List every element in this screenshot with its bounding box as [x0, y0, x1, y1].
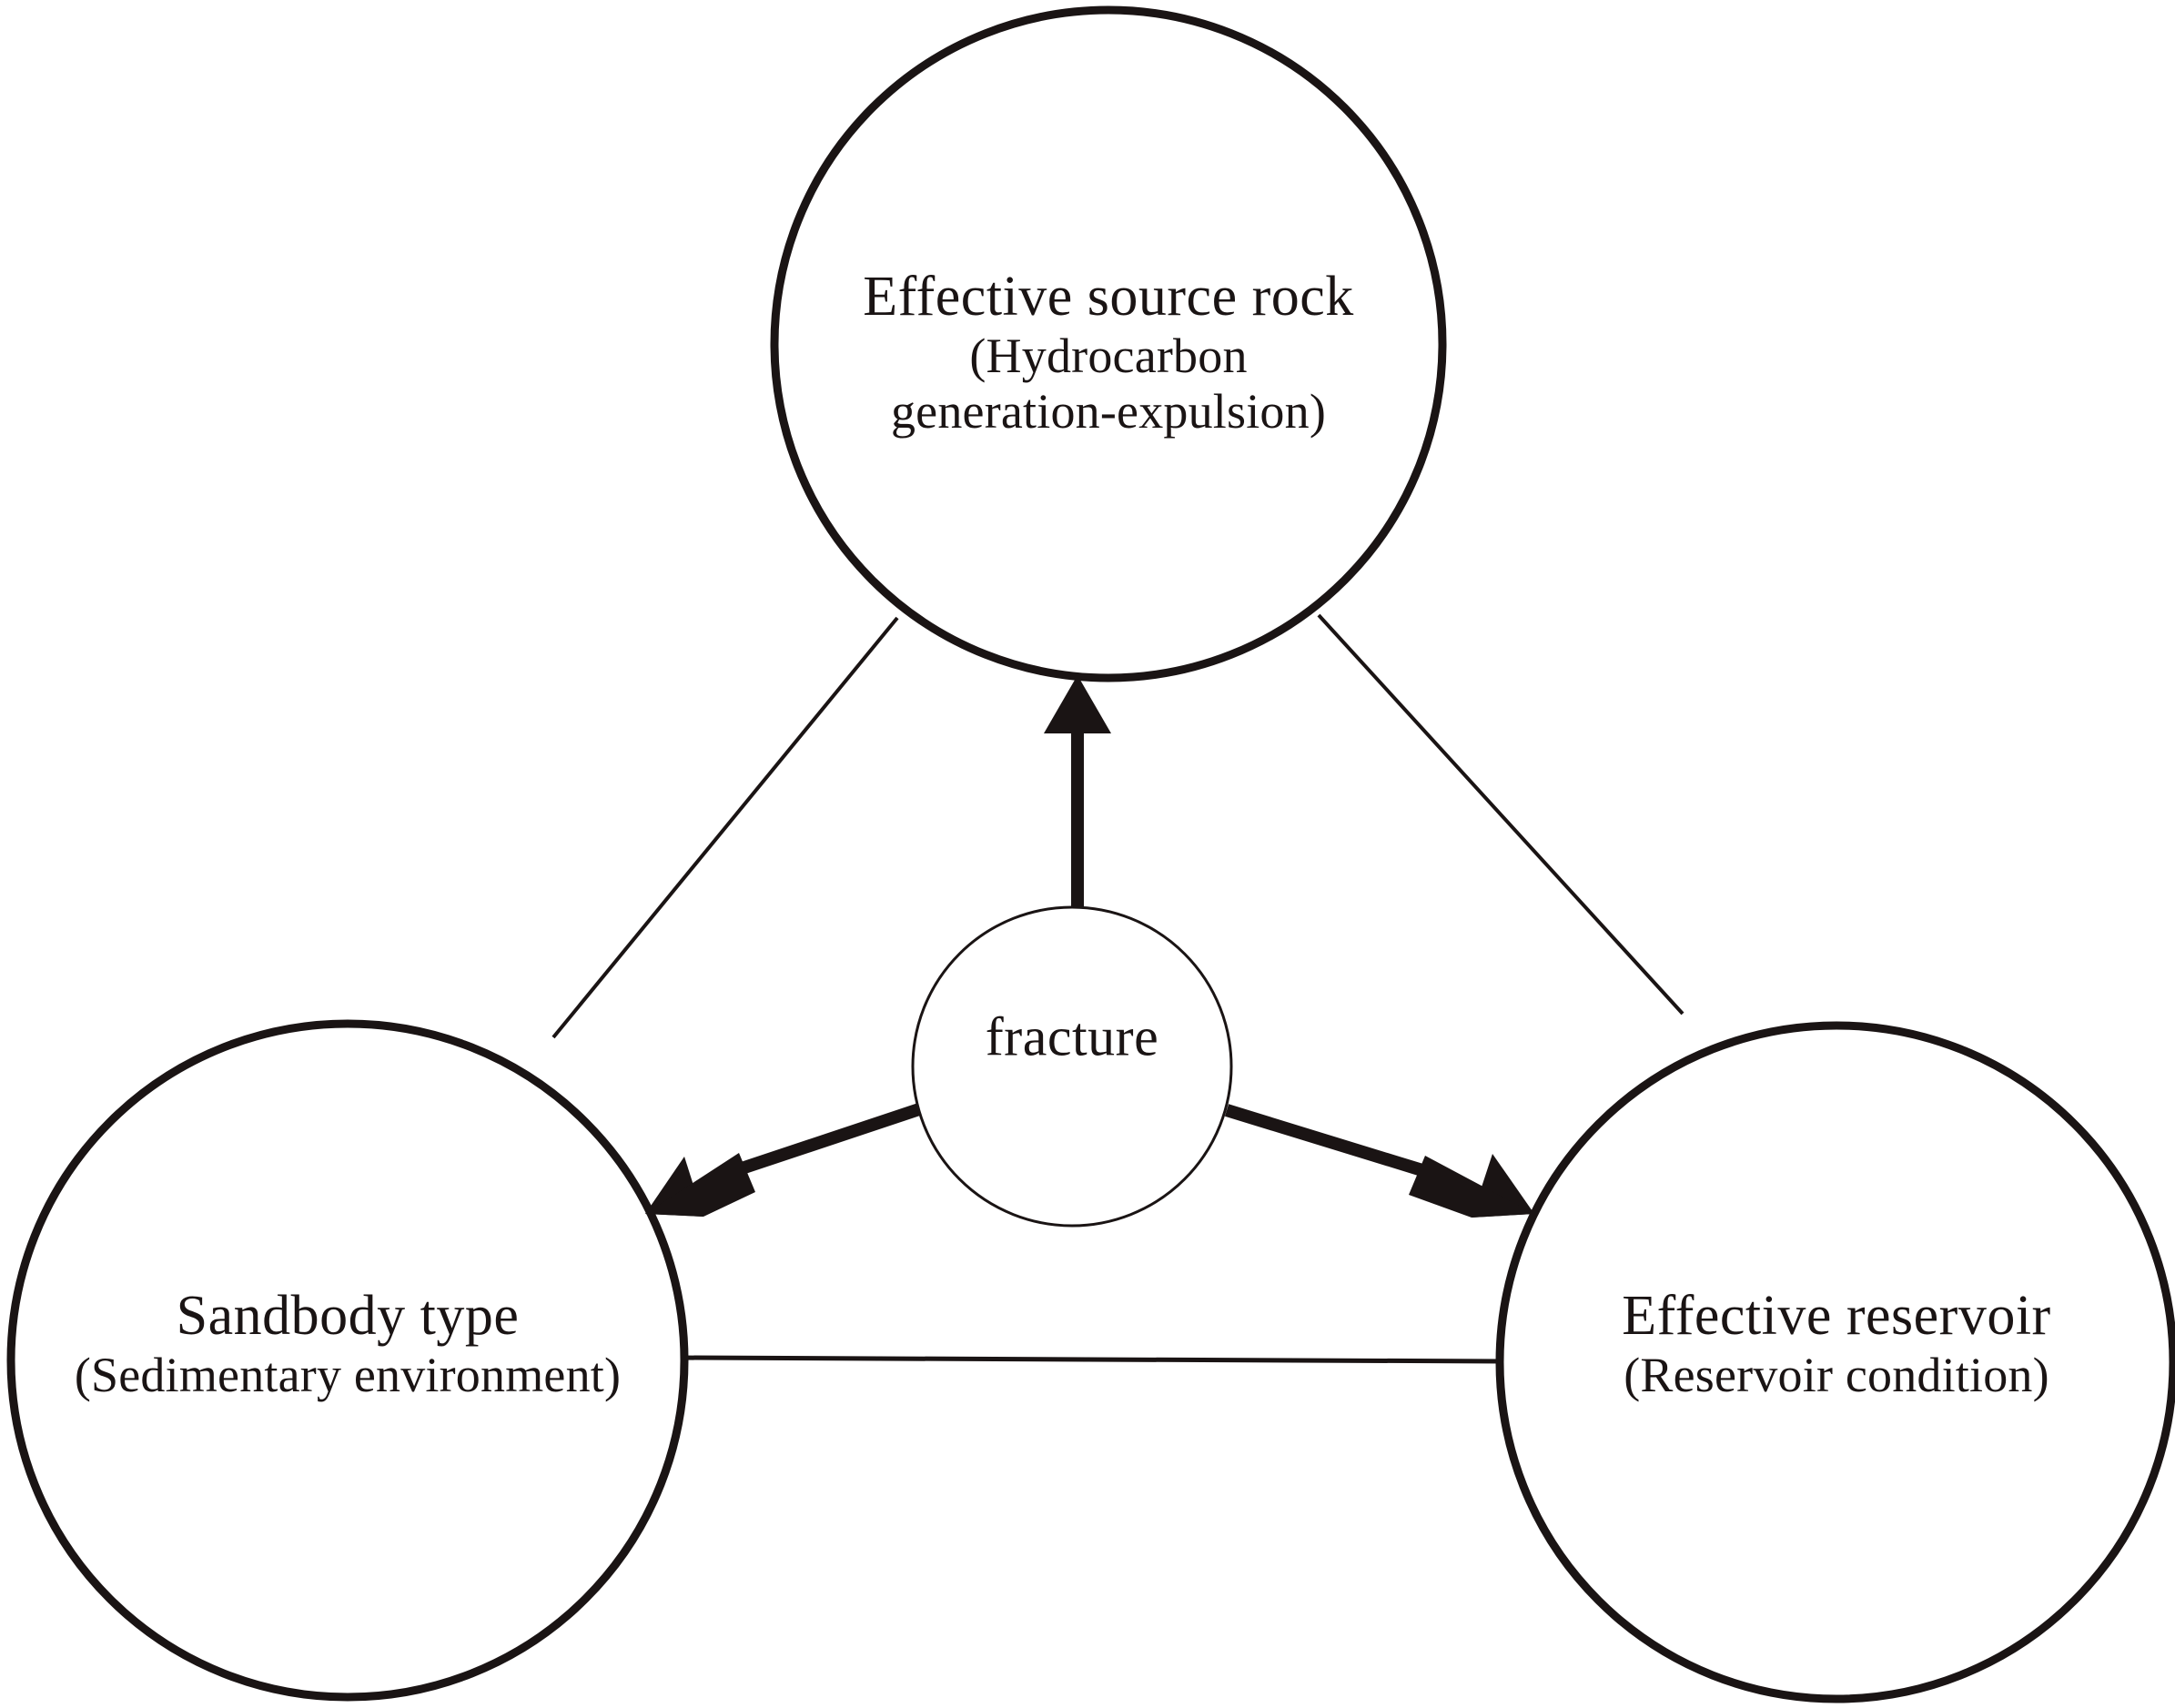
node-circle-source-rock[interactable] [770, 5, 1447, 682]
node-circle-sandbody[interactable] [6, 1019, 689, 1702]
node-circle-fracture[interactable] [911, 905, 1233, 1228]
arrow-fracture-to-sandbody [645, 1103, 922, 1217]
connector-sandbody-to-source-rock [551, 616, 899, 1039]
connector-sandbody-to-reservoir [680, 1355, 1504, 1364]
node-circle-reservoir[interactable] [1495, 1021, 2175, 1703]
connector-source-rock-to-reservoir [1317, 613, 1684, 1016]
arrow-fracture-to-reservoir [1224, 1104, 1534, 1218]
arrow-fracture-to-source-rock [1044, 675, 1111, 908]
